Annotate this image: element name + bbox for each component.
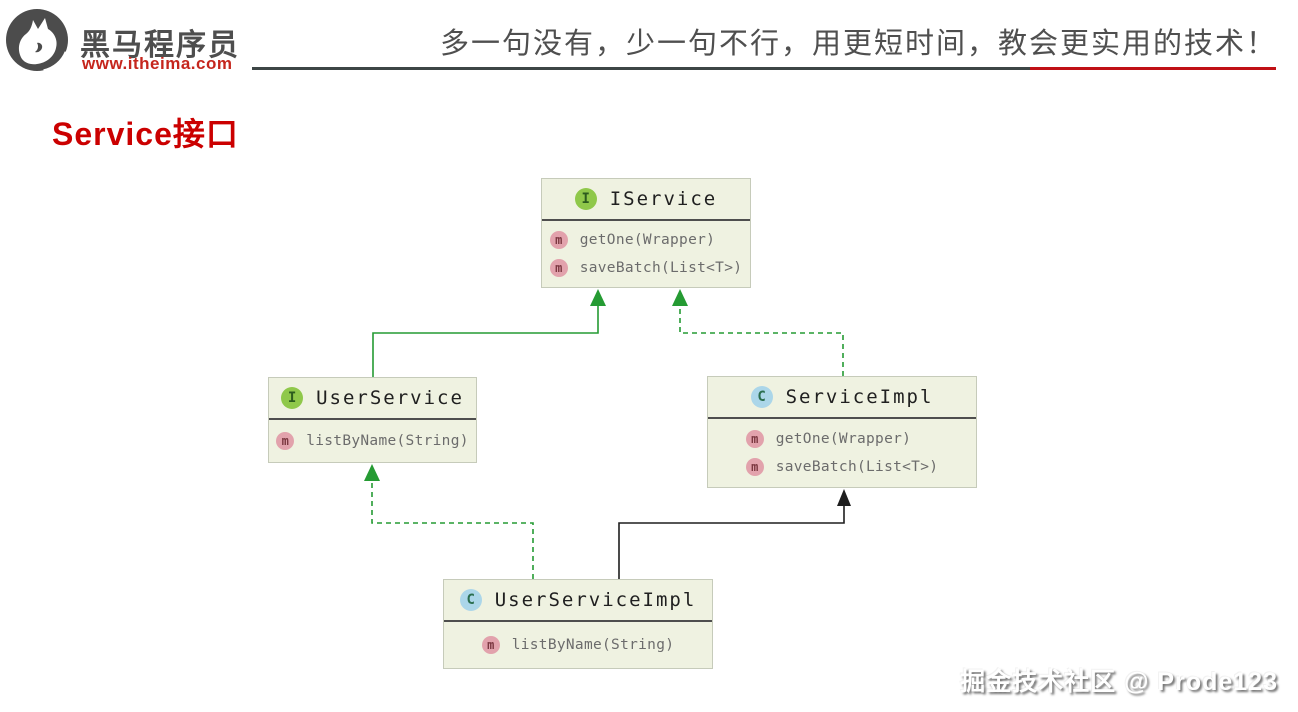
edge-userserviceimpl-implements-userservice [364, 464, 534, 579]
interface-badge-icon: I [281, 387, 304, 409]
method-label: getOne(Wrapper) [579, 232, 716, 248]
header-rule-gray [252, 67, 1030, 70]
header-slogan: 多一句没有，少一句不行，用更短时间，教会更实用的技术！ [439, 26, 1277, 60]
method-row: m listByName(String) [276, 432, 469, 450]
class-badge-icon: C [750, 386, 773, 408]
method-badge-icon: m [276, 432, 295, 450]
node-header: I UserService [269, 378, 476, 420]
method-badge-icon: m [745, 429, 764, 448]
node-body: m listByName(String) [276, 420, 469, 462]
node-title: IService [609, 188, 718, 210]
edge-userserviceimpl-extends-serviceimpl [618, 489, 851, 579]
edge-serviceimpl-implements-iservice [672, 289, 844, 376]
brand-name: 黑马程序员 [80, 29, 240, 62]
method-row: m saveBatch(List<T>) [745, 458, 939, 477]
method-badge-icon: m [481, 636, 500, 654]
page-title: Service接口 [52, 116, 239, 152]
uml-node-userserviceimpl: C UserServiceImpl m listByName(String) [443, 579, 713, 669]
uml-node-iservice: I IService m getOne(Wrapper) m saveBatch… [541, 178, 751, 288]
method-label: listByName(String) [511, 637, 675, 653]
class-badge-icon: C [459, 589, 482, 611]
method-badge-icon: m [549, 231, 568, 249]
uml-node-userservice: I UserService m listByName(String) [268, 377, 477, 463]
watermark: 掘金技术社区 @ Prode123 [960, 668, 1278, 696]
horse-logo-icon [5, 8, 69, 72]
method-badge-icon: m [549, 259, 568, 277]
method-row: m getOne(Wrapper) [549, 231, 743, 249]
node-body: m getOne(Wrapper) m saveBatch(List<T>) [745, 419, 939, 487]
method-label: saveBatch(List<T>) [775, 459, 939, 476]
method-row: m listByName(String) [481, 636, 675, 654]
uml-node-serviceimpl: C ServiceImpl m getOne(Wrapper) m saveBa… [707, 376, 977, 488]
edge-userservice-extends-iservice [372, 289, 606, 377]
interface-badge-icon: I [574, 188, 597, 210]
method-row: m saveBatch(List<T>) [549, 259, 743, 277]
node-header: I IService [542, 179, 750, 221]
method-row: m getOne(Wrapper) [745, 429, 939, 448]
node-title: UserService [316, 387, 464, 409]
header-rule-red [1030, 67, 1276, 70]
method-label: saveBatch(List<T>) [579, 260, 743, 276]
method-badge-icon: m [745, 458, 764, 477]
node-body: m listByName(String) [481, 622, 675, 668]
method-label: listByName(String) [306, 433, 469, 449]
node-header: C UserServiceImpl [444, 580, 712, 622]
node-title: ServiceImpl [785, 386, 934, 408]
node-title: UserServiceImpl [494, 589, 697, 611]
method-label: getOne(Wrapper) [775, 430, 912, 447]
brand-url: www.itheima.com [82, 54, 233, 73]
node-header: C ServiceImpl [708, 377, 976, 419]
node-body: m getOne(Wrapper) m saveBatch(List<T>) [549, 221, 743, 287]
